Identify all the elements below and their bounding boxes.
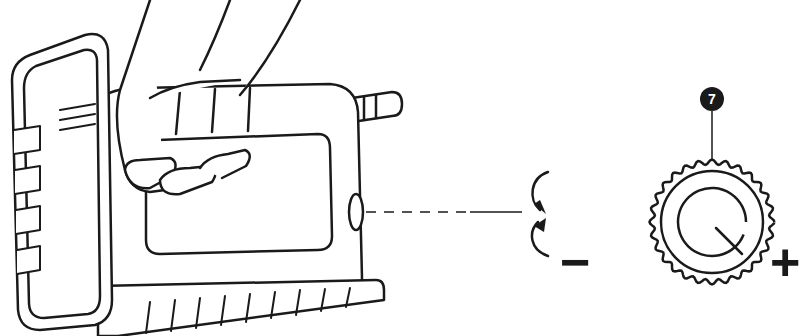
dial-face [661,171,763,273]
spiral-tail [716,228,742,254]
minus-sign: − [560,236,590,288]
knurled-dial [650,160,775,285]
spiral-mark [678,188,746,256]
callout-number: 7 [700,87,724,111]
plus-sign: + [770,236,800,288]
callout-number-text: 7 [708,92,716,106]
